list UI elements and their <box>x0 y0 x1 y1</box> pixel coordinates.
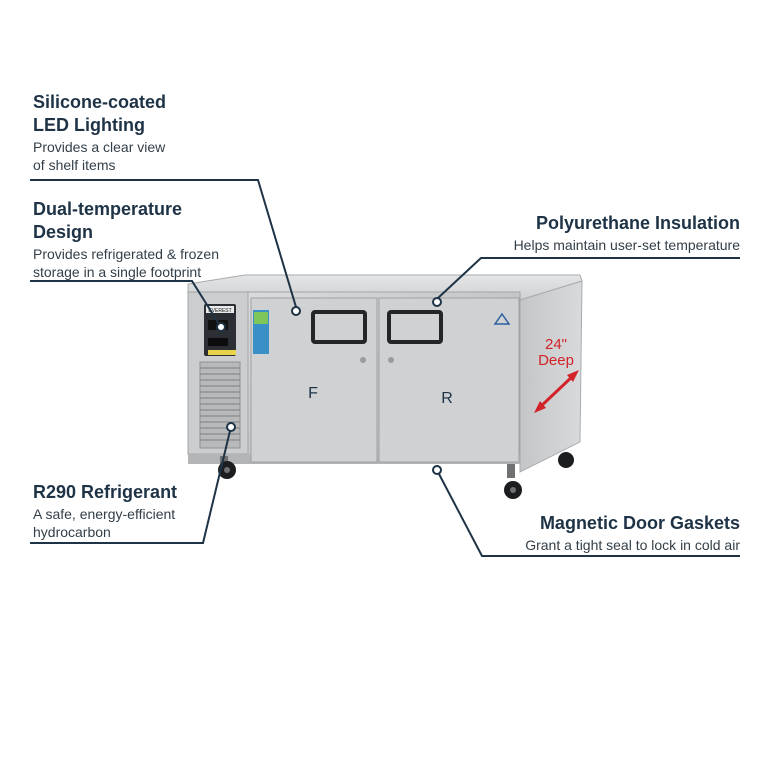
leader-dual <box>30 280 220 325</box>
caster-rear-right <box>558 452 574 468</box>
callout-r290-title: R290 Refrigerant <box>33 482 178 502</box>
callout-dual-desc: Provides refrigerated & frozen storage i… <box>33 245 219 281</box>
door-refrigerator <box>378 297 520 463</box>
callout-polyurethane-insulation: Polyurethane Insulation Helps maintain u… <box>514 212 740 254</box>
callout-r290-desc: A safe, energy-efficient hydrocarbon <box>33 505 177 541</box>
callout-led-title: Silicone-coated LED Lighting <box>33 91 166 137</box>
callout-insulation-desc: Helps maintain user-set temperature <box>513 237 740 253</box>
leader-r290 <box>30 430 231 544</box>
callout-r290-refrigerant: R290 Refrigerant A safe, energy-efficien… <box>33 481 177 541</box>
vent-grille <box>199 361 241 449</box>
caster-front-right <box>504 464 522 499</box>
everest-logo <box>493 312 511 325</box>
callout-led-title-line2: LED Lighting <box>33 115 145 135</box>
callout-gaskets-desc: Grant a tight seal to lock in cold air <box>525 537 740 553</box>
callout-magnetic-door-gaskets: Magnetic Door Gaskets Grant a tight seal… <box>525 512 740 554</box>
callout-r290-desc-line1: A safe, energy-efficient <box>33 506 176 522</box>
insulation-callout-dot <box>432 297 442 307</box>
depth-arrow <box>534 370 579 413</box>
gasket-callout-dot <box>432 465 442 475</box>
callout-led-desc: Provides a clear view of shelf items <box>33 138 166 174</box>
leader-gaskets <box>438 473 740 557</box>
refrigerant-callout-dot <box>226 422 236 432</box>
callout-led-desc-line1: Provides a clear view <box>33 139 166 155</box>
door-handle-right <box>387 310 443 344</box>
door-lock-right <box>388 357 394 363</box>
leader-insulation <box>437 257 740 299</box>
leader-led <box>30 179 297 308</box>
depth-label: 24" Deep <box>536 337 576 369</box>
callout-insulation-title: Polyurethane Insulation <box>535 213 740 233</box>
door-gasket-left-dot <box>291 306 301 316</box>
callout-gaskets-title: Magnetic Door Gaskets <box>539 513 740 533</box>
door-right-label: R <box>441 390 453 407</box>
brand-text: EVEREST <box>208 308 231 314</box>
callout-dual-title-line2: Design <box>33 222 94 242</box>
depth-unit: Deep <box>538 352 574 369</box>
door-left-label: F <box>308 385 318 402</box>
callout-dual-desc-line2: storage in a single footprint <box>33 264 202 280</box>
callout-dual-desc-line1: Provides refrigerated & frozen <box>33 246 219 262</box>
callout-dual-temperature: Dual-temperature Design Provides refrige… <box>33 198 219 281</box>
door-handle-left <box>311 310 367 344</box>
callout-dual-title: Dual-temperature Design <box>33 198 219 244</box>
callout-led-desc-line2: of shelf items <box>33 157 116 173</box>
warning-label <box>208 350 236 355</box>
callout-r290-desc-line2: hydrocarbon <box>33 524 111 540</box>
energy-label-leaf <box>254 312 268 324</box>
depth-value: 24" <box>544 336 567 353</box>
brand-plate <box>206 306 234 313</box>
callout-led-lighting: Silicone-coated LED Lighting Provides a … <box>33 91 166 174</box>
callout-led-title-line1: Silicone-coated <box>33 92 167 112</box>
control-buttons <box>208 338 228 346</box>
callout-dual-title-line1: Dual-temperature <box>33 199 183 219</box>
led-callout-dot <box>216 322 226 332</box>
door-lock-left <box>360 357 366 363</box>
